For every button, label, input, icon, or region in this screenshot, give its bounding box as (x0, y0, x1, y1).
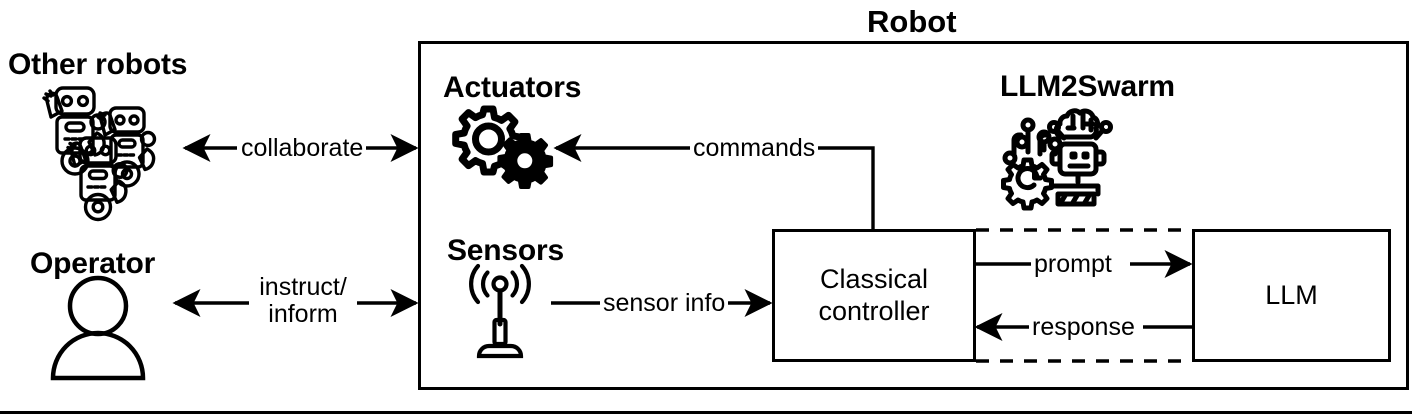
llm-box[interactable]: LLM (1192, 229, 1391, 362)
edge-label-collaborate: collaborate (238, 135, 367, 162)
classical-controller-label-line2: controller (818, 295, 930, 326)
edge-label-prompt: prompt (1031, 251, 1115, 278)
person-icon (47, 274, 149, 381)
bottom-divider (0, 411, 1412, 414)
antenna-signal-icon (458, 262, 542, 360)
classical-controller-box[interactable]: Classical controller (772, 229, 976, 362)
actuators-label: Actuators (443, 71, 582, 104)
edge-label-commands: commands (690, 135, 819, 162)
llm-label: LLM (1265, 279, 1318, 310)
three-robots-icon (22, 84, 162, 222)
ai-robot-brain-circuit-gear-icon (998, 102, 1113, 211)
edge-label-sensor-info: sensor info (600, 290, 729, 317)
classical-controller-label: Classical controller (818, 264, 929, 326)
two-gears-icon (450, 105, 555, 195)
llm2swarm-label: LLM2Swarm (1000, 70, 1175, 103)
sensors-label: Sensors (447, 234, 564, 267)
edge-label-instruct-inform-line1: instruct/ (259, 273, 347, 301)
robot-boundary-box (418, 41, 1409, 390)
classical-controller-label-line1: Classical (819, 264, 928, 295)
edge-label-instruct-inform: instruct/ inform (249, 274, 357, 328)
edge-label-instruct-inform-line2: inform (268, 300, 338, 328)
robot-title: Robot (867, 4, 957, 39)
other-robots-label: Other robots (8, 48, 188, 81)
edge-label-response: response (1029, 314, 1138, 341)
operator-label: Operator (30, 247, 156, 280)
